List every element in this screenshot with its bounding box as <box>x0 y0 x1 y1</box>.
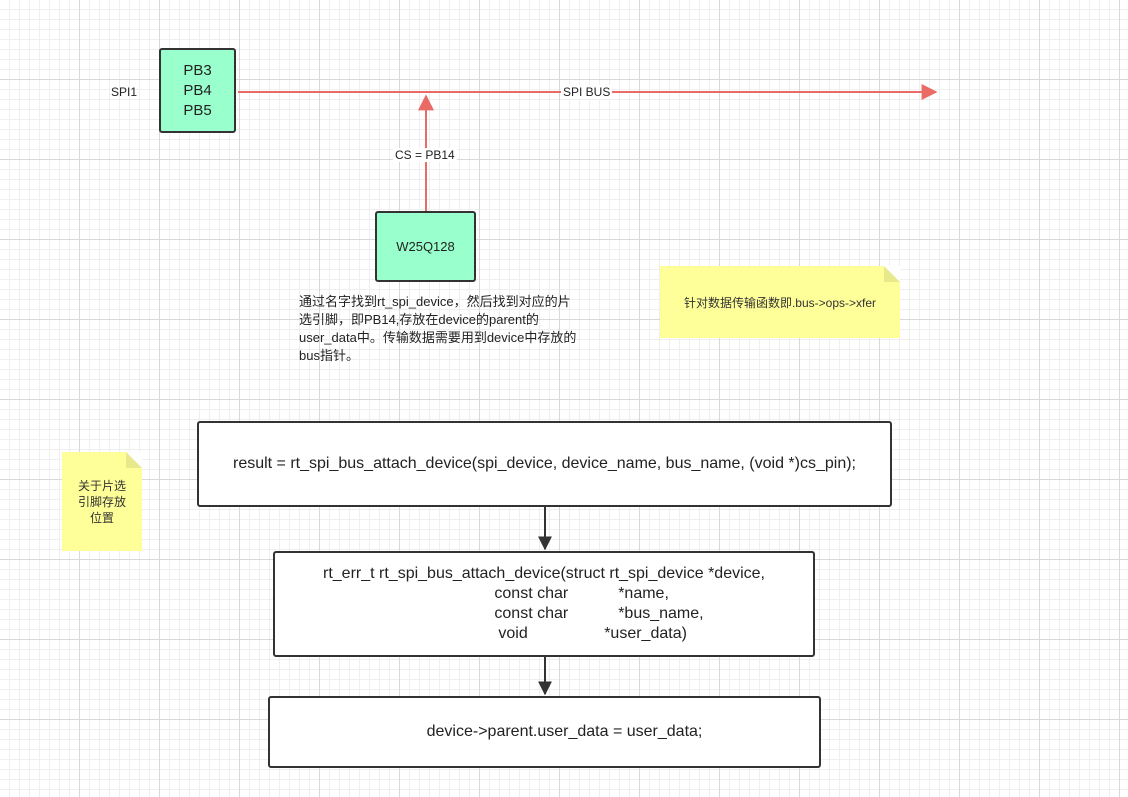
note-fold-icon <box>884 266 900 282</box>
description-line: 通过名字找到rt_spi_device，然后找到对应的片 <box>299 294 571 309</box>
attach-signature-box: rt_err_t rt_spi_bus_attach_device(struct… <box>273 551 815 657</box>
chip-name: W25Q128 <box>396 239 455 254</box>
xfer-note-text: 针对数据传输函数即.bus->ops->xfer <box>683 295 877 310</box>
description-text: 通过名字找到rt_spi_device，然后找到对应的片 选引脚，即PB14,存… <box>299 293 619 365</box>
pin-label: PB5 <box>183 101 212 119</box>
param-name: *name, <box>618 585 669 602</box>
user-data-assign-code: device->parent.user_data = user_data; <box>426 723 703 740</box>
description-line: 选引脚，即PB14,存放在device的parent的 <box>299 312 539 327</box>
spi1-label: SPI1 <box>111 85 138 99</box>
spi-pins-box: PB3 PB4 PB5 <box>159 48 236 133</box>
param-type: void <box>498 625 528 642</box>
param-name: *bus_name, <box>618 605 704 622</box>
signature-params: const char *name, const char *bus_name, … <box>494 584 703 644</box>
spi-bus-label: SPI BUS <box>561 85 613 99</box>
cs-note-line: 引脚存放 <box>77 494 126 509</box>
pin-label: PB3 <box>183 61 212 79</box>
param-type: const char <box>494 605 569 622</box>
attach-call-code: result = rt_spi_bus_attach_device(spi_de… <box>232 455 856 472</box>
pin-label: PB4 <box>183 81 212 99</box>
cs-note: 关于片选 引脚存放 位置 <box>62 452 142 551</box>
description-line: bus指针。 <box>299 348 359 363</box>
cs-note-line: 关于片选 <box>77 478 126 493</box>
xfer-note: 针对数据传输函数即.bus->ops->xfer <box>660 266 900 338</box>
cs-label: CS = PB14 <box>393 148 457 162</box>
signature-first-line: rt_err_t rt_spi_bus_attach_device(struct… <box>323 565 765 582</box>
user-data-assign-box: device->parent.user_data = user_data; <box>268 696 821 768</box>
param-name: *user_data) <box>604 625 687 642</box>
attach-call-box: result = rt_spi_bus_attach_device(spi_de… <box>197 421 892 507</box>
param-type: const char <box>494 585 569 602</box>
flash-chip-box: W25Q128 <box>375 211 476 282</box>
description-line: user_data中。传输数据需要用到device中存放的 <box>299 330 577 345</box>
note-fold-icon <box>126 452 142 468</box>
cs-note-line: 位置 <box>89 510 114 525</box>
